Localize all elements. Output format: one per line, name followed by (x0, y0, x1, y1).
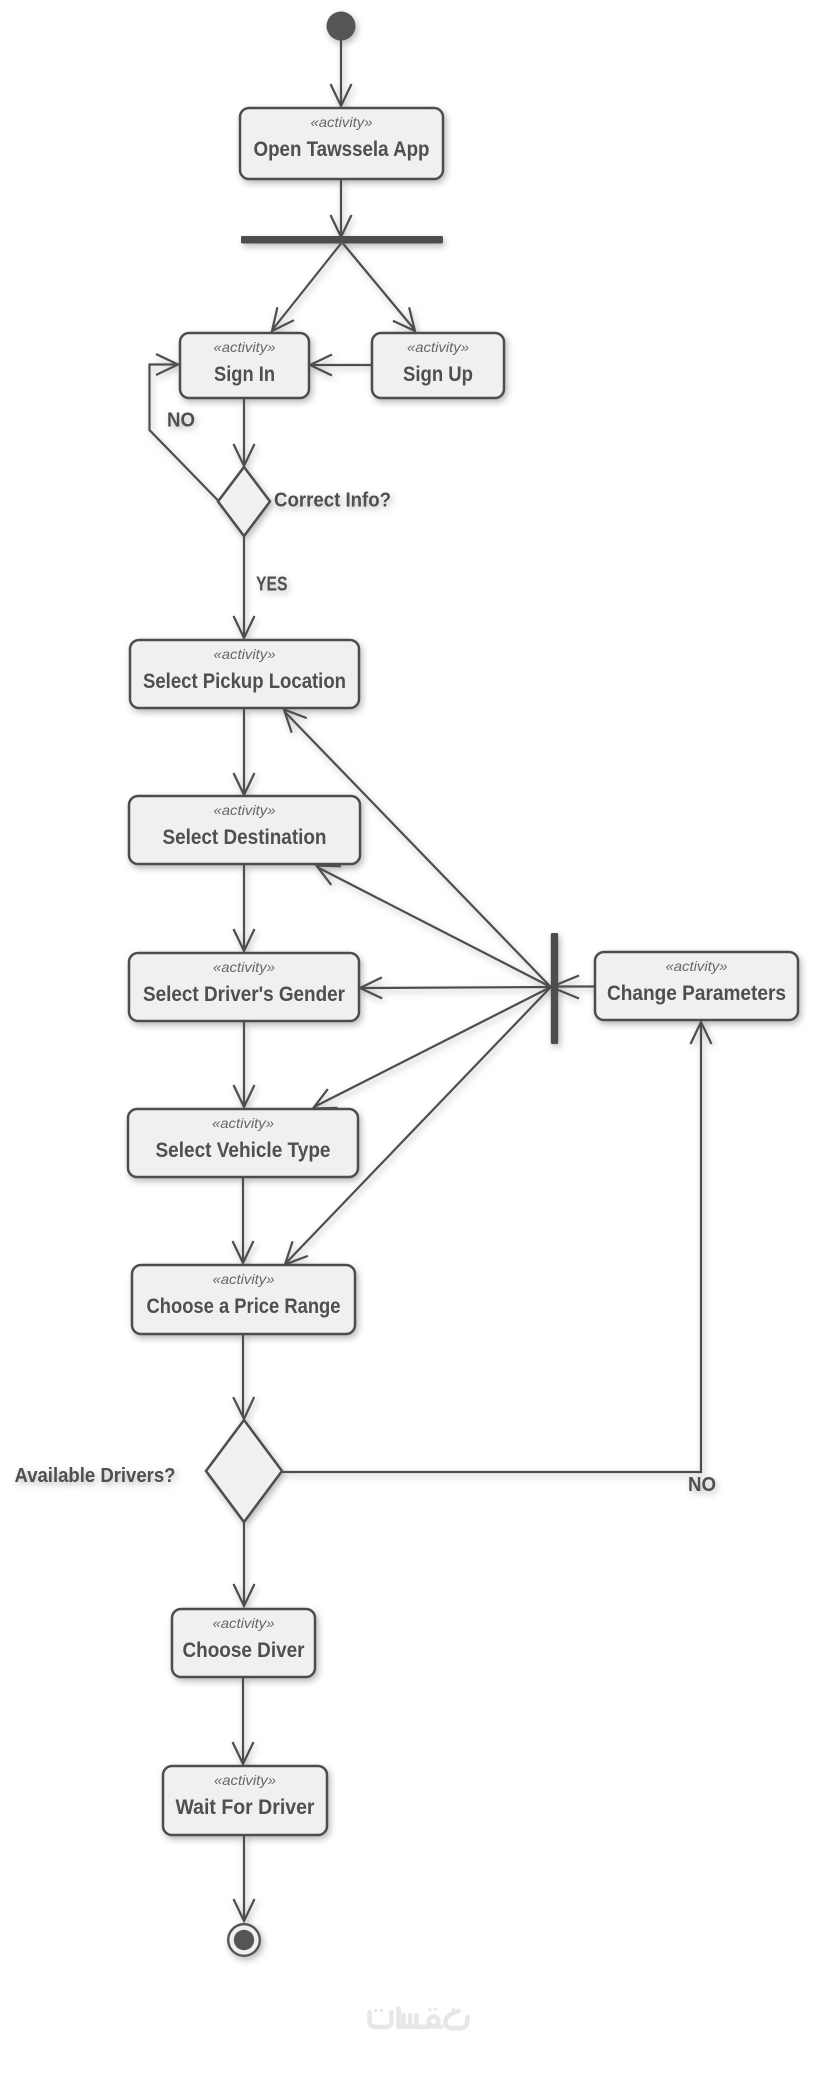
svg-text:«activity»: «activity» (213, 1615, 275, 1631)
svg-text:«activity»: «activity» (214, 802, 276, 818)
svg-text:YES: YES (256, 574, 288, 596)
svg-text:NO: NO (688, 1474, 716, 1496)
svg-text:Select Destination: Select Destination (163, 826, 327, 849)
svg-text:Correct Info?: Correct Info? (274, 490, 391, 512)
svg-text:Select Pickup Location: Select Pickup Location (143, 670, 346, 693)
svg-text:Available Drivers?: Available Drivers? (15, 1465, 176, 1487)
svg-text:Sign Up: Sign Up (403, 363, 473, 386)
svg-text:«activity»: «activity» (214, 646, 276, 662)
svg-text:«activity»: «activity» (407, 339, 469, 355)
svg-text:Wait For Driver: Wait For Driver (176, 1796, 315, 1819)
svg-text:Sign In: Sign In (214, 363, 275, 386)
svg-text:Choose a Price Range: Choose a Price Range (147, 1295, 341, 1318)
svg-text:«activity»: «activity» (214, 339, 276, 355)
svg-text:«activity»: «activity» (213, 1271, 275, 1287)
svg-text:Select Driver's Gender: Select Driver's Gender (143, 983, 345, 1006)
svg-text:«activity»: «activity» (213, 959, 275, 975)
svg-text:Select Vehicle Type: Select Vehicle Type (156, 1139, 331, 1162)
svg-text:«activity»: «activity» (214, 1772, 276, 1788)
svg-text:«activity»: «activity» (311, 114, 373, 130)
svg-text:Change Parameters: Change Parameters (607, 982, 786, 1005)
svg-text:NO: NO (167, 410, 195, 432)
svg-text:Open Tawssela App: Open Tawssela App (254, 138, 430, 161)
svg-text:«activity»: «activity» (666, 958, 728, 974)
svg-text:Choose Diver: Choose Diver (183, 1639, 305, 1662)
svg-text:«activity»: «activity» (212, 1115, 274, 1131)
